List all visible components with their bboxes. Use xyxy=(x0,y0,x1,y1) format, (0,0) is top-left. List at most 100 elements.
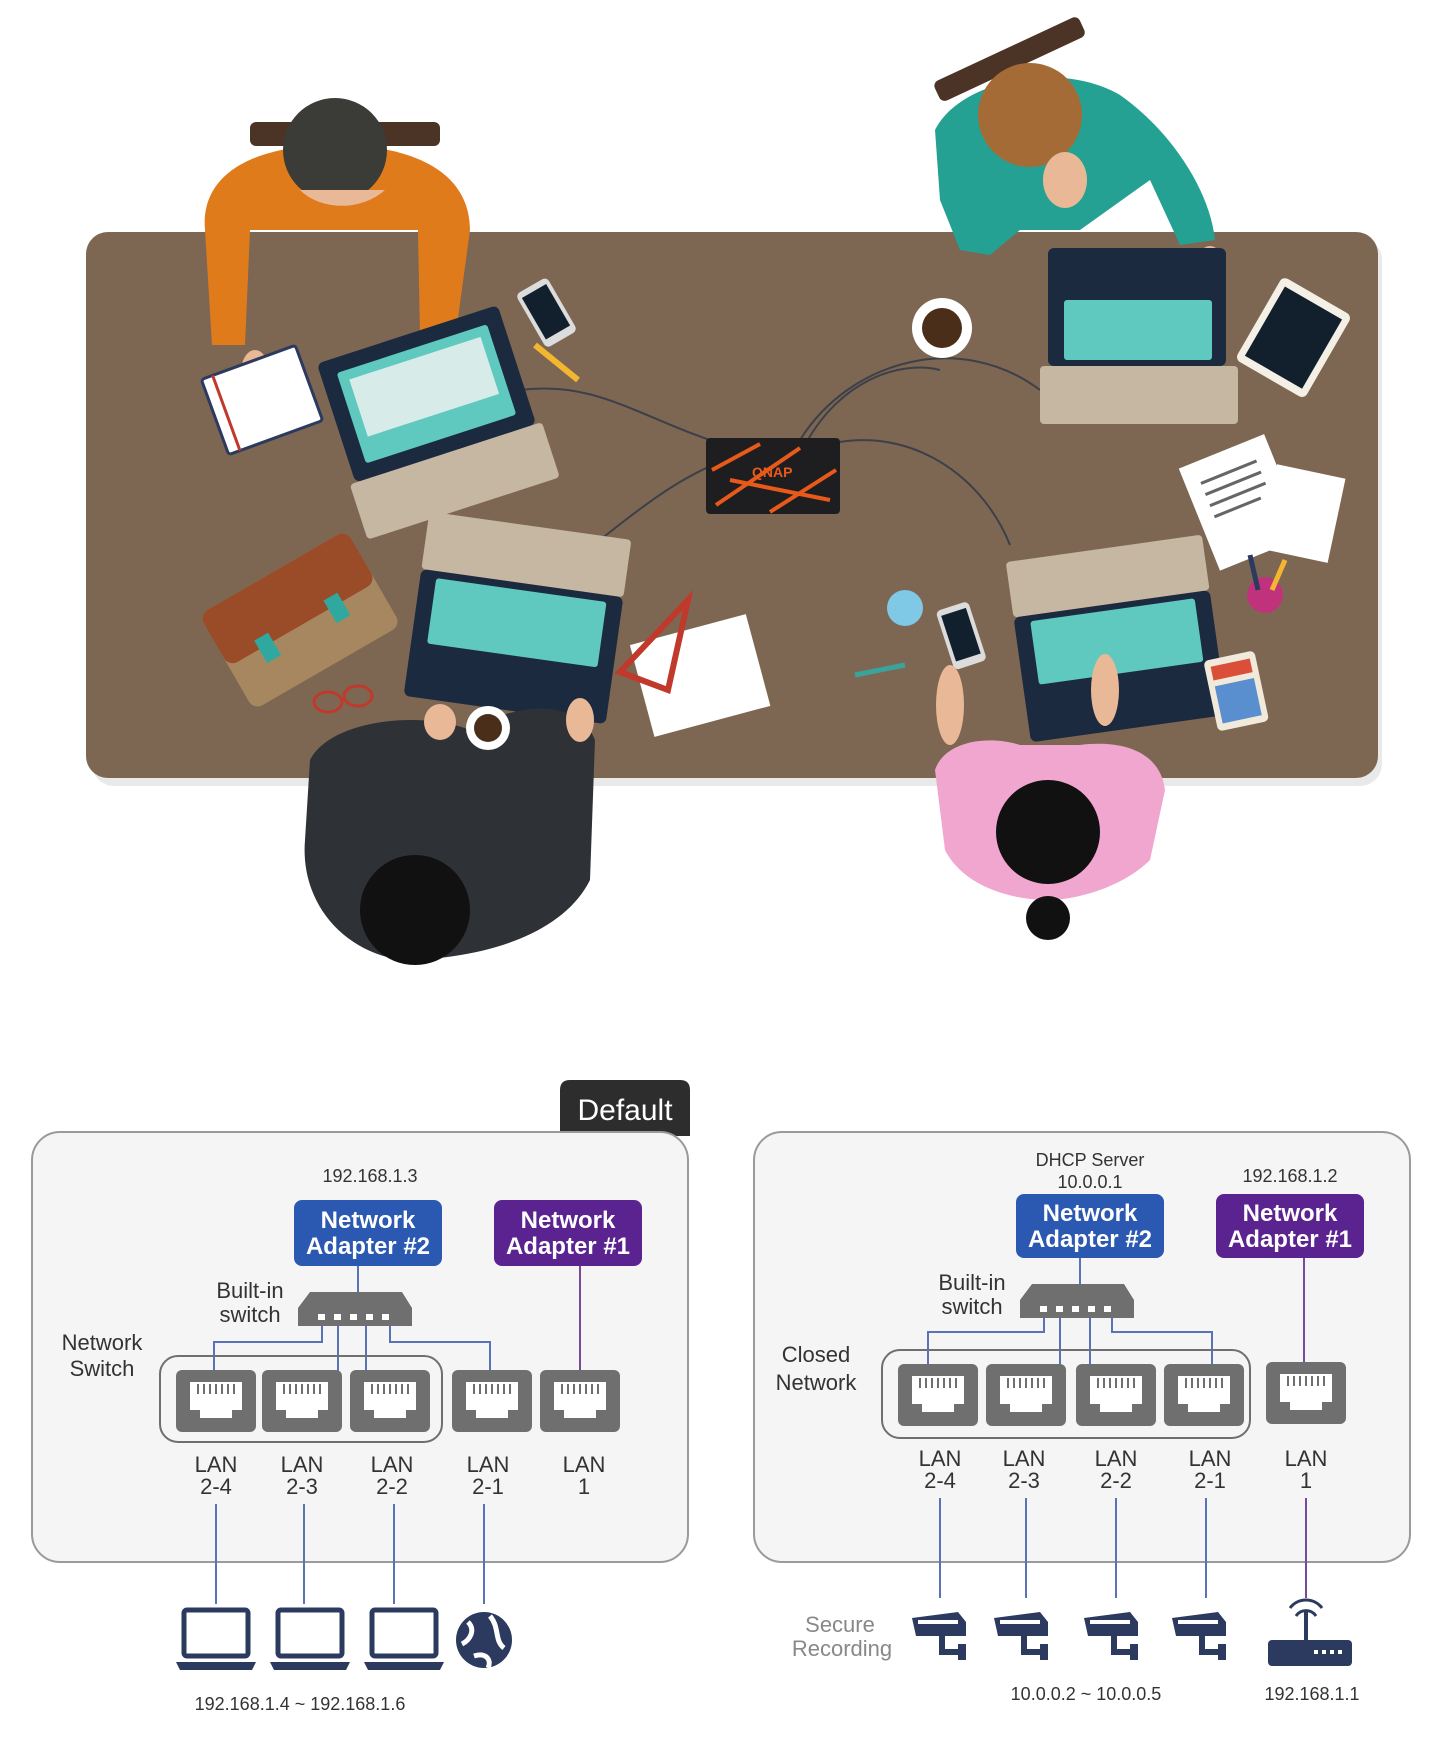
switch-label-line1: Built-in xyxy=(938,1270,1005,1295)
internal-links xyxy=(927,1318,1213,1364)
port-lan-1 xyxy=(539,1369,621,1433)
switch-label-line2: switch xyxy=(941,1294,1002,1319)
port-label: 1 xyxy=(1300,1468,1312,1493)
adapter2-ip: 192.168.1.3 xyxy=(322,1166,417,1186)
laptop-icon xyxy=(404,512,631,724)
port-lan-2-3 xyxy=(985,1363,1067,1427)
papers-icon xyxy=(614,590,771,737)
port-lan-2-3 xyxy=(261,1369,343,1433)
meeting-illustration: QNAP xyxy=(86,17,1382,965)
network-adapter-1 xyxy=(1216,1194,1364,1258)
adapter1-ip: 192.168.1.2 xyxy=(1242,1166,1337,1186)
person-dark xyxy=(304,698,595,965)
briefcase-icon xyxy=(202,533,398,707)
pen-holder-icon xyxy=(1247,554,1288,613)
network-adapter-2 xyxy=(294,1200,442,1266)
adapter2-label-line2: Adapter #2 xyxy=(1028,1226,1152,1253)
security-camera-icon xyxy=(1172,1612,1226,1660)
nas-device-icon: QNAP xyxy=(706,438,840,514)
port-label: 1 xyxy=(578,1474,590,1499)
port-label: LAN xyxy=(919,1446,962,1471)
smartphone-icon xyxy=(936,602,986,670)
adapter1-label-line2: Adapter #1 xyxy=(506,1233,630,1260)
port-label: LAN xyxy=(371,1452,414,1477)
port-label: 2-3 xyxy=(286,1474,318,1499)
cameras-ip-range: 10.0.0.2 ~ 10.0.0.5 xyxy=(1011,1684,1162,1704)
network-adapter-2 xyxy=(1016,1194,1164,1258)
pencil-icon xyxy=(854,662,906,678)
devices-ip-range: 192.168.1.4 ~ 192.168.1.6 xyxy=(195,1694,406,1714)
wifi-router-icon xyxy=(1268,1598,1352,1666)
port-label: LAN xyxy=(1095,1446,1138,1471)
port-label: LAN xyxy=(563,1452,606,1477)
device-links xyxy=(215,1504,485,1604)
default-network-diagram: Default 192.168.1.3 Network Adapter #2 N… xyxy=(31,1080,690,1714)
person-orange xyxy=(204,98,471,396)
closed-network-diagram: DHCP Server 10.0.0.1 192.168.1.2 Network… xyxy=(753,1131,1411,1704)
smartphone-icon xyxy=(517,278,576,347)
pencil-icon xyxy=(533,342,580,383)
port-lan-2-4 xyxy=(175,1369,257,1433)
network-switch-label-line2: Switch xyxy=(70,1356,135,1381)
network-adapter-1 xyxy=(494,1200,642,1266)
port-lan-2-2 xyxy=(1075,1363,1157,1427)
brand-logo: QNAP xyxy=(752,464,792,480)
adapter2-label-line1: Network xyxy=(1043,1200,1138,1227)
port-label: LAN xyxy=(1285,1446,1328,1471)
laptop-icon xyxy=(1040,248,1238,424)
port-label: 2-4 xyxy=(924,1468,956,1493)
default-tab-label: Default xyxy=(577,1094,673,1127)
laptop-icon xyxy=(318,306,559,539)
security-camera-icon xyxy=(912,1612,966,1660)
globe-icon xyxy=(456,1612,512,1670)
port-lan-2-1 xyxy=(451,1369,533,1433)
dhcp-server-label: DHCP Server xyxy=(1036,1150,1145,1170)
security-camera-icon xyxy=(994,1612,1048,1660)
router-ip: 192.168.1.1 xyxy=(1264,1684,1359,1704)
camera-links xyxy=(939,1498,1207,1598)
tablet-icon xyxy=(1237,278,1350,397)
coffee-cup-icon xyxy=(912,298,972,358)
built-in-switch-icon xyxy=(1020,1284,1134,1318)
laptop-icon xyxy=(364,1610,444,1670)
port-lan-2-1 xyxy=(1163,1363,1245,1427)
laptop-icon xyxy=(1006,535,1227,742)
adapter1-label-line2: Adapter #1 xyxy=(1228,1226,1352,1253)
port-label: LAN xyxy=(1189,1446,1232,1471)
laptop-icon xyxy=(270,1610,350,1670)
port-label: 2-2 xyxy=(1100,1468,1132,1493)
port-lan-2-4 xyxy=(897,1363,979,1427)
notebook-icon xyxy=(200,344,324,456)
security-camera-icon xyxy=(1084,1612,1138,1660)
default-tab xyxy=(560,1080,690,1136)
port-label: LAN xyxy=(467,1452,510,1477)
network-switch-group xyxy=(159,1355,443,1443)
adapter2-label-line1: Network xyxy=(321,1207,416,1234)
port-label: 2-1 xyxy=(1194,1468,1226,1493)
port-label: LAN xyxy=(195,1452,238,1477)
adapter2-label-line2: Adapter #2 xyxy=(306,1233,430,1260)
port-label: 2-4 xyxy=(200,1474,232,1499)
port-lan-1 xyxy=(1265,1361,1347,1425)
glasses-icon xyxy=(312,684,374,714)
calculator-icon xyxy=(1204,651,1269,731)
port-label: LAN xyxy=(1003,1446,1046,1471)
adapter1-label-line1: Network xyxy=(1243,1200,1338,1227)
port-label: 2-1 xyxy=(472,1474,504,1499)
laptop-icon xyxy=(176,1610,256,1670)
port-label: LAN xyxy=(281,1452,324,1477)
secure-recording-line2: Recording xyxy=(792,1636,892,1661)
switch-label-line1: Built-in xyxy=(216,1278,283,1303)
port-label: 2-3 xyxy=(1008,1468,1040,1493)
closed-network-label-line2: Network xyxy=(776,1370,858,1395)
port-lan-2-2 xyxy=(349,1369,431,1433)
switch-label-line2: switch xyxy=(219,1302,280,1327)
port-label: 2-2 xyxy=(376,1474,408,1499)
water-glass-icon xyxy=(887,590,923,626)
closed-network-group xyxy=(881,1349,1251,1439)
built-in-switch-icon xyxy=(298,1292,412,1326)
secure-recording-line1: Secure xyxy=(805,1612,875,1637)
closed-network-label-line1: Closed xyxy=(782,1342,850,1367)
network-switch-label-line1: Network xyxy=(62,1330,144,1355)
